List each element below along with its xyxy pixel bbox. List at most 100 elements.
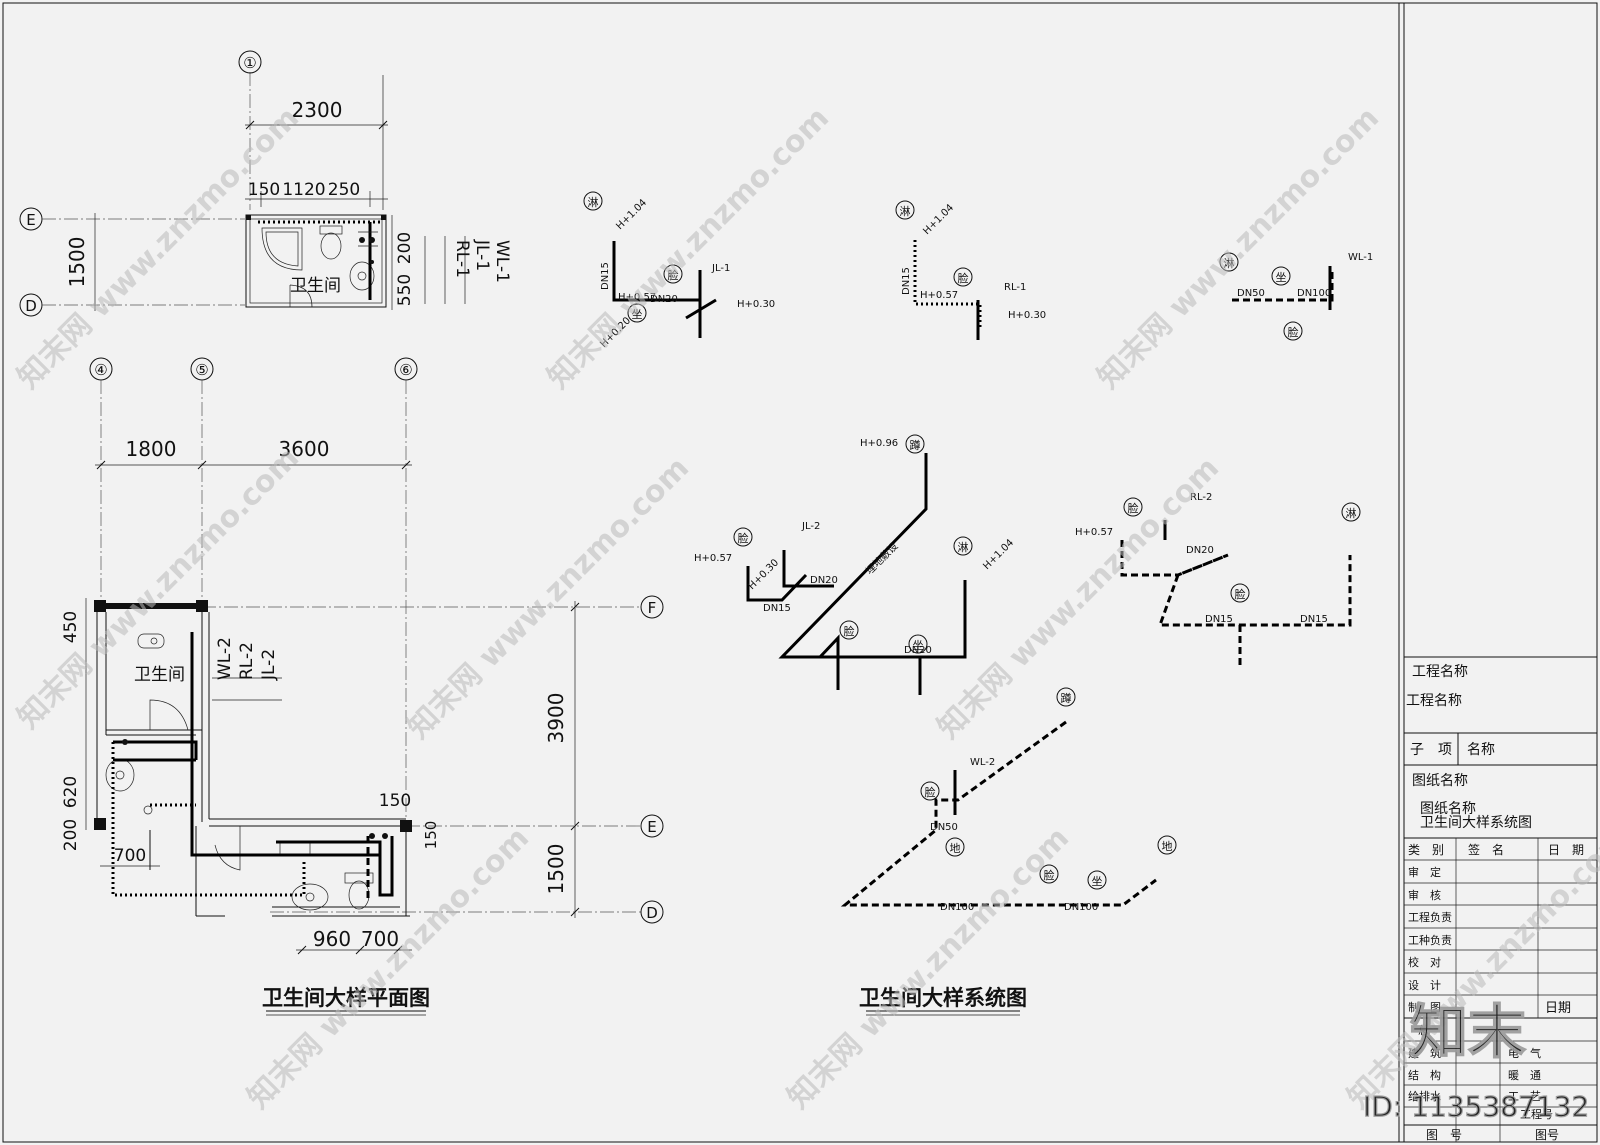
svg-text:H+1.04: H+1.04: [981, 537, 1016, 572]
tb-disc-right-2: 工 艺: [1508, 1090, 1541, 1103]
plan-small: ① 2300 150 1120 250 E D 1500: [19, 50, 512, 317]
axis-1-label: ①: [243, 54, 256, 72]
svg-text:淋: 淋: [900, 205, 911, 218]
symbol-zuo-1: 坐: [627, 303, 647, 323]
symbol-lin-2: 淋: [895, 200, 915, 220]
svg-text:H+0.57: H+0.57: [694, 553, 732, 564]
tb-row-1: 审 核: [1408, 888, 1441, 902]
svg-text:脸: 脸: [1044, 868, 1055, 882]
tb-drawing-label: 图纸名称: [1412, 773, 1468, 789]
svg-text:H+1.04: H+1.04: [921, 202, 956, 237]
symbol-lian-3: 脸: [1283, 321, 1303, 341]
watermark-text-1: 知末网 www.znzmo.com: [11, 101, 306, 396]
tag-RL-2-sys: RL-2: [1190, 492, 1212, 503]
svg-text:脸: 脸: [668, 268, 679, 282]
svg-text:蹲: 蹲: [910, 438, 921, 452]
tb-sub-label: 子 项: [1410, 742, 1452, 758]
tb-row-6: 制 图: [1408, 1001, 1441, 1014]
title-block: 工程名称 工程名称 子 项 名称 图纸名称 图纸名称 卫生间大样系统图 类 别 …: [1404, 656, 1597, 1142]
svg-text:坐: 坐: [632, 308, 643, 321]
tb-drawing-value-2: 卫生间大样系统图: [1420, 815, 1532, 831]
tag-JL-2: JL-2: [259, 649, 279, 681]
dim-1500-small: 1500: [65, 237, 89, 288]
tag-WL-2-sys: WL-2: [970, 757, 995, 768]
svg-text:DN50: DN50: [930, 822, 958, 833]
system-diagrams: 淋 脸 坐 DN15 DN20 JL-1 H+0.30 H+0.57 H+0.2…: [583, 191, 1373, 1016]
tb-disc-right-0: 电 气: [1508, 1046, 1541, 1060]
dim-450: 450: [61, 611, 81, 643]
svg-text:DN20: DN20: [810, 575, 838, 586]
svg-text:DN15: DN15: [763, 603, 791, 614]
tb-bottom-1: 图号: [1535, 1128, 1559, 1142]
symbol-lian-9: 脸: [1039, 864, 1059, 884]
svg-text:脸: 脸: [1235, 587, 1246, 601]
tb-partial-left: 总: [1418, 1023, 1429, 1037]
watermark-text-4: 知末网 www.znzmo.com: [11, 441, 306, 736]
svg-text:脸: 脸: [958, 271, 969, 285]
svg-text:脸: 脸: [844, 624, 855, 638]
svg-text:淋: 淋: [958, 541, 969, 554]
room-label-large: 卫生间: [134, 665, 185, 685]
symbol-lin-3: 淋: [1219, 252, 1239, 272]
axis-5-label: ⑤: [195, 361, 208, 379]
symbol-dun-4: 蹲: [905, 434, 925, 454]
tb-disc-right-1: 暖 通: [1508, 1069, 1541, 1082]
tag-RL-2: RL-2: [237, 642, 257, 680]
axis-E-label-large: E: [647, 818, 656, 836]
watermark-logo: 知末: [1410, 998, 1526, 1066]
symbol-zuo-5: 坐: [908, 634, 928, 654]
svg-text:DN20: DN20: [650, 294, 678, 305]
symbol-di-9: 地: [1157, 835, 1177, 855]
dim-1800: 1800: [126, 437, 177, 461]
svg-text:脸: 脸: [925, 785, 936, 799]
tb-partial-right: 工程号: [1520, 1108, 1553, 1121]
svg-text:脸: 脸: [1288, 325, 1299, 339]
svg-text:H+0.30: H+0.30: [746, 557, 781, 592]
dim-2300: 2300: [292, 98, 343, 122]
axis-E-label: E: [26, 211, 35, 229]
symbol-lin-1: 淋: [583, 191, 603, 211]
symbol-lian-7: 脸: [1230, 583, 1250, 603]
dim-150-top: 150: [379, 791, 411, 811]
svg-text:DN15: DN15: [1205, 614, 1233, 625]
tb-row-0: 审 定: [1408, 865, 1441, 879]
symbol-zuo-3: 坐: [1271, 266, 1291, 286]
svg-text:H+0.96: H+0.96: [860, 438, 898, 449]
svg-text:DN100: DN100: [1064, 902, 1098, 913]
watermark-text-3: 知末网 www.znzmo.com: [1091, 101, 1386, 396]
symbol-dun-8: 蹲: [1056, 687, 1076, 707]
tag-RL-1: RL-1: [452, 240, 472, 278]
svg-text:埋地敷设: 埋地敷设: [863, 540, 900, 577]
svg-text:H+0.57: H+0.57: [920, 290, 958, 301]
watermark-text-7: 知末网 www.znzmo.com: [241, 821, 536, 1116]
tag-JL-1-sys: JL-1: [711, 263, 730, 274]
svg-text:DN20: DN20: [904, 645, 932, 656]
symbol-lin-4: 淋: [953, 536, 973, 556]
svg-text:DN15: DN15: [600, 262, 611, 290]
dim-550-right: 550: [395, 274, 415, 306]
svg-text:脸: 脸: [738, 531, 749, 545]
svg-text:脸: 脸: [1128, 501, 1139, 515]
axis-6-label: ⑥: [399, 361, 412, 379]
tb-head-0: 类 别: [1408, 843, 1444, 857]
svg-text:H+1.04: H+1.04: [614, 197, 649, 232]
svg-text:DN15: DN15: [901, 267, 912, 295]
svg-text:H+0.30: H+0.30: [737, 299, 775, 310]
symbol-lian-4: 脸: [733, 527, 753, 547]
tb-row-3: 工种负责: [1408, 933, 1452, 947]
axis-F-label: F: [648, 599, 657, 617]
tag-WL-1-sys: WL-1: [1348, 252, 1373, 263]
tb-row-5: 设 计: [1408, 979, 1441, 992]
dim-700-left: 700: [114, 846, 146, 866]
tb-date-label: 日期: [1545, 1001, 1571, 1016]
symbol-lian-1: 脸: [663, 264, 683, 284]
svg-text:DN50: DN50: [1237, 288, 1265, 299]
dim-150: 150: [248, 180, 280, 200]
dim-3600: 3600: [279, 437, 330, 461]
svg-text:坐: 坐: [913, 639, 924, 652]
symbol-zuo-9: 坐: [1087, 870, 1107, 890]
tb-disc-left-0: 建 筑: [1408, 1046, 1441, 1060]
svg-text:地: 地: [950, 842, 961, 855]
tag-RL-1-sys: RL-1: [1004, 282, 1026, 293]
tb-disc-left-2: 给排水: [1408, 1089, 1441, 1103]
